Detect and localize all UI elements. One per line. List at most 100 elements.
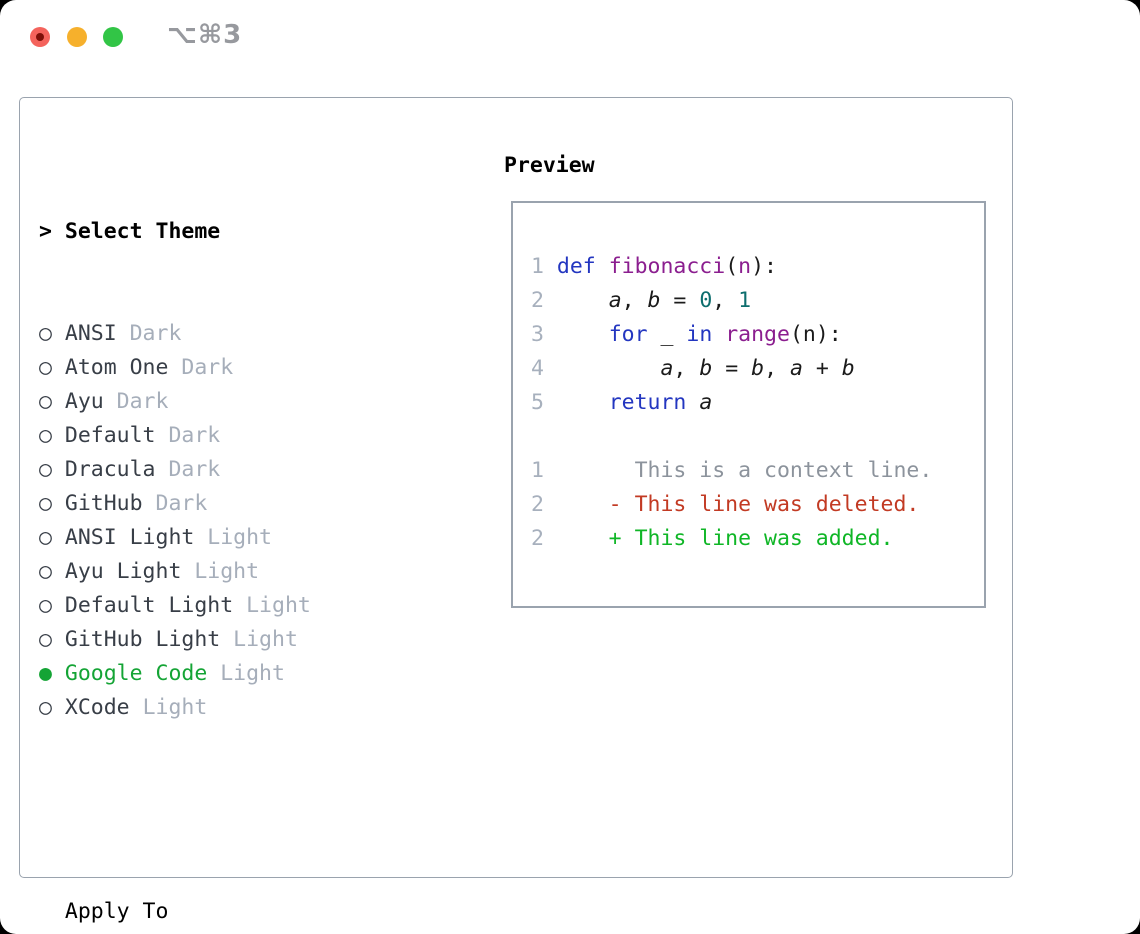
theme-name: Ayu Light (64, 559, 182, 584)
code-token: + (802, 356, 842, 381)
theme-name: Default (64, 423, 156, 448)
line-number: 3 (531, 322, 544, 347)
close-button-dot-icon (36, 33, 44, 41)
line-number: 5 (531, 390, 544, 415)
code-token: This is a context line. (556, 458, 933, 483)
code-token: , (673, 356, 700, 381)
preview-line: 4 a, b = b, a + b (531, 352, 984, 386)
code-token: range (725, 322, 790, 347)
code-token: = (712, 356, 752, 381)
code-token (686, 390, 699, 415)
preview-line: 5 return a (531, 386, 984, 420)
code-token: def (556, 254, 596, 279)
code-token: , (764, 356, 790, 381)
line-number: 1 (531, 254, 544, 279)
code-token (557, 390, 609, 415)
select-theme-header-label: Select Theme (64, 219, 221, 244)
preview-line (531, 420, 984, 454)
code-token: (n): (789, 322, 842, 347)
theme-variant-tag: Dark (155, 491, 208, 516)
cursor-prefix-icon: > (39, 219, 52, 244)
code-token: ( (725, 254, 739, 279)
radio-unselected-icon: ○ (39, 559, 52, 584)
line-number: 2 (531, 526, 544, 551)
code-token: = (660, 288, 700, 313)
code-token: , (712, 288, 739, 313)
code-token: for (608, 322, 648, 347)
preview-line: 3 for _ in range(n): (531, 318, 984, 352)
theme-name: GitHub Light (64, 627, 221, 652)
line-number: 2 (531, 492, 544, 517)
theme-item-ayu-light[interactable]: ○ Ayu Light Light (39, 555, 475, 589)
theme-item-ansi[interactable]: ○ ANSI Dark (39, 317, 475, 351)
code-token: b (751, 356, 765, 381)
theme-variant-tag: Light (220, 661, 285, 686)
apply-to-header-label: Apply To (64, 899, 169, 924)
close-button[interactable] (30, 27, 50, 47)
minimize-button[interactable] (67, 27, 87, 47)
code-token: b (647, 288, 661, 313)
code-token: 0 (699, 288, 713, 313)
theme-name: ANSI (64, 321, 117, 346)
code-token (712, 322, 725, 347)
code-token: fibonacci (608, 254, 726, 279)
line-number: 4 (531, 356, 544, 381)
theme-variant-tag: Light (207, 525, 273, 550)
maximize-button[interactable] (103, 27, 123, 47)
code-token: b (841, 356, 855, 381)
preview-header: Preview (504, 153, 595, 178)
theme-variant-tag: Dark (168, 457, 221, 482)
code-token (557, 322, 609, 347)
code-token: in (686, 322, 713, 347)
line-number: 1 (531, 458, 544, 483)
preview-line: 1 def fibonacci(n): (531, 250, 984, 284)
code-token: a (789, 356, 803, 381)
theme-variant-tag: Dark (168, 423, 221, 448)
preview-line: 1 This is a context line. (531, 454, 984, 488)
radio-unselected-icon: ○ (39, 321, 52, 346)
radio-unselected-icon: ○ (39, 457, 52, 482)
radio-unselected-icon: ○ (39, 593, 52, 618)
code-token (557, 356, 661, 381)
window-title: ⌥⌘3 (167, 20, 243, 50)
theme-name: Ayu (64, 389, 104, 414)
apply-to-header: Apply To (39, 895, 475, 929)
radio-unselected-icon: ○ (39, 423, 52, 448)
theme-variant-tag: Light (194, 559, 260, 584)
theme-variant-tag: Light (246, 593, 311, 618)
theme-variant-tag: Dark (181, 355, 234, 380)
code-token: a (660, 356, 674, 381)
code-token: a (608, 288, 622, 313)
theme-item-default[interactable]: ○ Default Dark (39, 419, 475, 453)
theme-variant-tag: Light (233, 627, 298, 652)
code-token (557, 288, 609, 313)
code-token: return (608, 390, 687, 415)
theme-variant-tag: Dark (129, 321, 182, 346)
code-token: , (621, 288, 648, 313)
radio-unselected-icon: ○ (39, 355, 52, 380)
window-titlebar: ⌥⌘3 (0, 0, 1140, 74)
code-token: n (738, 254, 752, 279)
preview-line: 2 a, b = 0, 1 (531, 284, 984, 318)
code-token: a (699, 390, 713, 415)
code-token: 1 (738, 288, 752, 313)
spacer (39, 793, 475, 827)
theme-name: Google Code (64, 661, 208, 686)
line-number: 2 (531, 288, 544, 313)
radio-unselected-icon: ○ (39, 491, 52, 516)
